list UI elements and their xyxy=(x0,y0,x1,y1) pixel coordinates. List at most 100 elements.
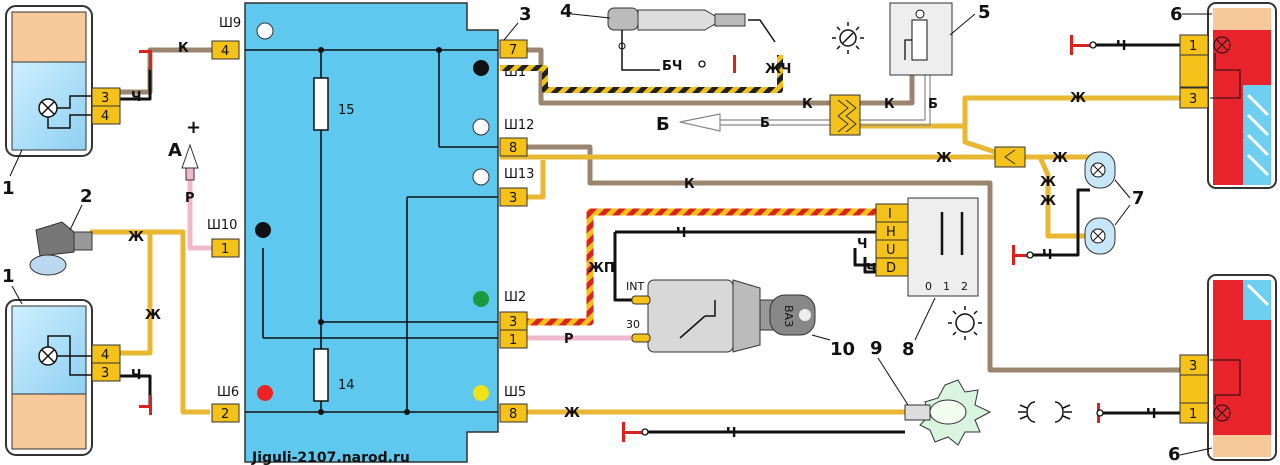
site-watermark: Jiguli-2107.narod.ru xyxy=(251,450,410,465)
svg-text:Ч: Ч xyxy=(1042,248,1053,263)
svg-text:Ж: Ж xyxy=(1040,194,1056,209)
inline-connector xyxy=(829,94,861,136)
svg-text:2: 2 xyxy=(80,186,93,207)
svg-text:I: I xyxy=(888,207,892,222)
indicator-bulb xyxy=(904,379,992,446)
svg-text:К: К xyxy=(178,41,189,56)
svg-text:Ж: Ж xyxy=(145,308,161,323)
svg-text:1: 1 xyxy=(509,333,517,348)
flasher-relay xyxy=(889,2,953,76)
inline-connector xyxy=(994,146,1026,168)
svg-text:Ч: Ч xyxy=(676,226,687,241)
connector-label: Ш5 xyxy=(504,385,526,400)
connector-label: Ш6 xyxy=(217,385,239,400)
exterior-light-switch: I H U D 0 1 2 xyxy=(875,197,979,297)
wire-labels: К Ч Ж Р Ж Ч БЧ ЖЧ К К Б Б Ж Ж Ж К Ч Ж Ж … xyxy=(128,39,1157,441)
indicator-white xyxy=(472,168,490,186)
fuse-relay-block: 15 14 Ш9 Ш1 Ш12 Ш13 Ш10 Ш2 Ш6 Ш5 xyxy=(207,2,534,463)
svg-text:30: 30 xyxy=(626,318,640,331)
svg-text:+: + xyxy=(186,117,201,138)
side-light-icon xyxy=(1018,401,1072,423)
svg-text:U: U xyxy=(886,243,896,258)
door-switch xyxy=(29,221,93,276)
svg-text:Р: Р xyxy=(564,332,574,347)
svg-text:Ч: Ч xyxy=(857,237,868,252)
svg-text:8: 8 xyxy=(509,407,517,422)
svg-text:К: К xyxy=(802,97,813,112)
side-lamp-bottom: 4 3 xyxy=(5,299,121,456)
connector-label: Ш2 xyxy=(504,290,526,305)
fuse-15 xyxy=(313,77,329,131)
svg-text:Ж: Ж xyxy=(564,406,580,421)
svg-text:7: 7 xyxy=(1132,188,1145,209)
svg-text:6: 6 xyxy=(1170,4,1183,25)
callouts: 1 1 2 3 4 5 6 6 7 8 9 10 xyxy=(2,1,1213,465)
svg-text:3: 3 xyxy=(509,315,517,330)
svg-text:0: 0 xyxy=(925,280,932,293)
svg-text:БЧ: БЧ xyxy=(662,59,682,74)
svg-text:Ч: Ч xyxy=(131,90,142,105)
svg-text:1: 1 xyxy=(1189,407,1197,422)
rear-lamp-bottom: 3 1 xyxy=(1179,274,1277,461)
svg-text:Б: Б xyxy=(928,97,938,112)
svg-text:8: 8 xyxy=(509,141,517,156)
svg-text:Ч: Ч xyxy=(726,426,737,441)
svg-text:Ч: Ч xyxy=(131,368,142,383)
svg-text:6: 6 xyxy=(1168,444,1181,465)
svg-text:ВАЗ: ВАЗ xyxy=(782,305,795,327)
svg-text:А: А xyxy=(168,140,182,161)
svg-text:4: 4 xyxy=(221,44,229,59)
svg-text:4: 4 xyxy=(101,109,109,124)
connector-label: Ш9 xyxy=(219,16,241,31)
svg-text:4: 4 xyxy=(560,1,573,22)
svg-text:3: 3 xyxy=(519,4,532,25)
svg-text:ЖП: ЖП xyxy=(588,261,615,276)
svg-text:Ж: Ж xyxy=(1040,175,1056,190)
svg-text:1: 1 xyxy=(221,242,229,257)
svg-text:1: 1 xyxy=(2,178,15,199)
svg-text:Ч: Ч xyxy=(866,262,877,277)
svg-text:H: H xyxy=(886,225,896,240)
svg-text:10: 10 xyxy=(830,339,855,360)
connector-label: Ш12 xyxy=(504,118,534,133)
indicator-yellow xyxy=(473,385,489,401)
svg-text:Б: Б xyxy=(760,116,770,131)
indicator-black xyxy=(473,60,489,76)
svg-text:4: 4 xyxy=(101,348,109,363)
svg-text:1: 1 xyxy=(2,266,15,287)
fuse-14-label: 14 xyxy=(338,378,355,393)
indicator-white xyxy=(256,22,274,40)
fuse-14 xyxy=(313,348,329,402)
svg-text:К: К xyxy=(884,97,895,112)
svg-text:Ч: Ч xyxy=(1116,39,1127,54)
block-pins: 4 1 2 7 8 3 3 1 8 xyxy=(211,39,528,423)
arrow-a: А + xyxy=(168,117,201,181)
svg-text:3: 3 xyxy=(101,366,109,381)
marker-b: Б xyxy=(656,114,670,135)
svg-text:1: 1 xyxy=(1189,39,1197,54)
svg-text:Ч: Ч xyxy=(1146,407,1157,422)
svg-text:Ж: Ж xyxy=(1052,151,1068,166)
svg-text:3: 3 xyxy=(509,191,517,206)
light-switch-icon xyxy=(832,22,864,54)
svg-text:Ж: Ж xyxy=(936,151,952,166)
svg-text:3: 3 xyxy=(1189,359,1197,374)
svg-text:5: 5 xyxy=(978,2,991,23)
svg-text:D: D xyxy=(886,261,896,276)
side-lamp-top: 3 4 xyxy=(5,5,121,157)
svg-text:9: 9 xyxy=(870,338,883,359)
connector-label: Ш13 xyxy=(504,167,534,182)
fuse-15-label: 15 xyxy=(338,103,355,118)
indicator-white xyxy=(472,118,490,136)
svg-text:Ж: Ж xyxy=(1070,91,1086,106)
ignition-switch: INT 30 ВАЗ xyxy=(626,279,816,353)
svg-text:3: 3 xyxy=(1189,92,1197,107)
svg-text:Ж: Ж xyxy=(128,230,144,245)
hazard-interrupter xyxy=(607,7,776,71)
svg-text:Р: Р xyxy=(185,191,195,206)
svg-text:INT: INT xyxy=(626,280,644,293)
plate-lamps xyxy=(1084,151,1116,255)
svg-text:7: 7 xyxy=(509,43,517,58)
svg-text:ЖЧ: ЖЧ xyxy=(765,62,791,77)
